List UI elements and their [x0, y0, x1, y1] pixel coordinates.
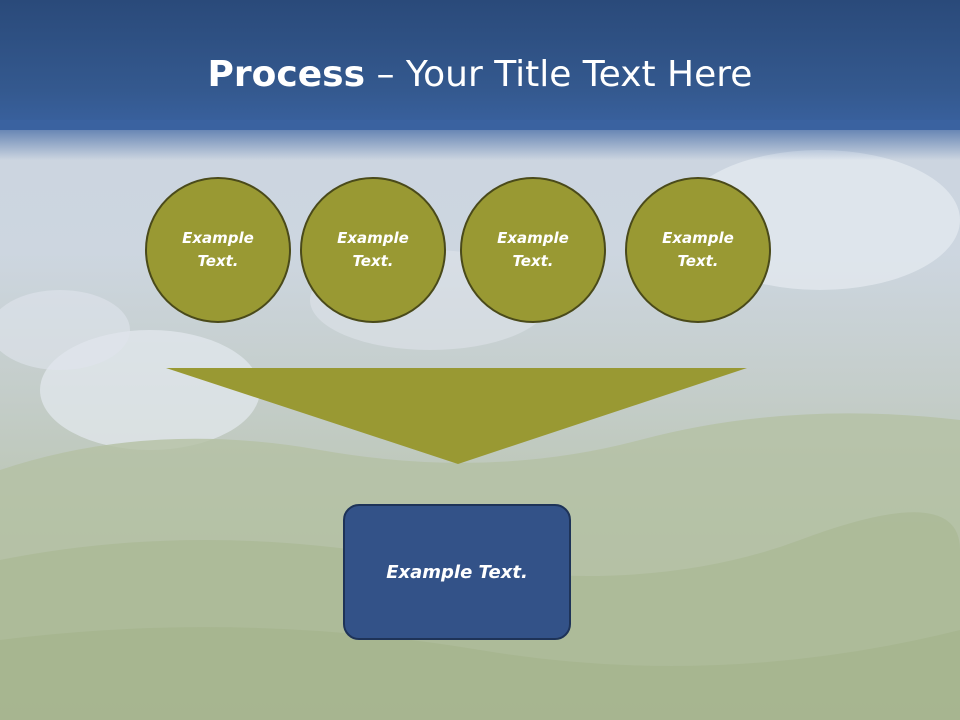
- title-rest: – Your Title Text Here: [365, 54, 753, 95]
- process-circle-1: Example Text.: [145, 177, 291, 323]
- title-bar: [0, 0, 960, 130]
- circle-label: Example Text.: [497, 229, 569, 270]
- circle-label: Example Text.: [662, 229, 734, 270]
- title-bar-fade: [0, 120, 960, 160]
- result-box: Example Text.: [343, 504, 571, 640]
- process-circle-4: Example Text.: [625, 177, 771, 323]
- circle-label: Example Text.: [182, 229, 254, 270]
- process-circle-2: Example Text.: [300, 177, 446, 323]
- title-bold: Process: [207, 54, 366, 95]
- result-box-label: Example Text.: [386, 561, 528, 583]
- slide-title: Process – Your Title Text Here: [0, 52, 960, 98]
- circle-label: Example Text.: [337, 229, 409, 270]
- process-circle-3: Example Text.: [460, 177, 606, 323]
